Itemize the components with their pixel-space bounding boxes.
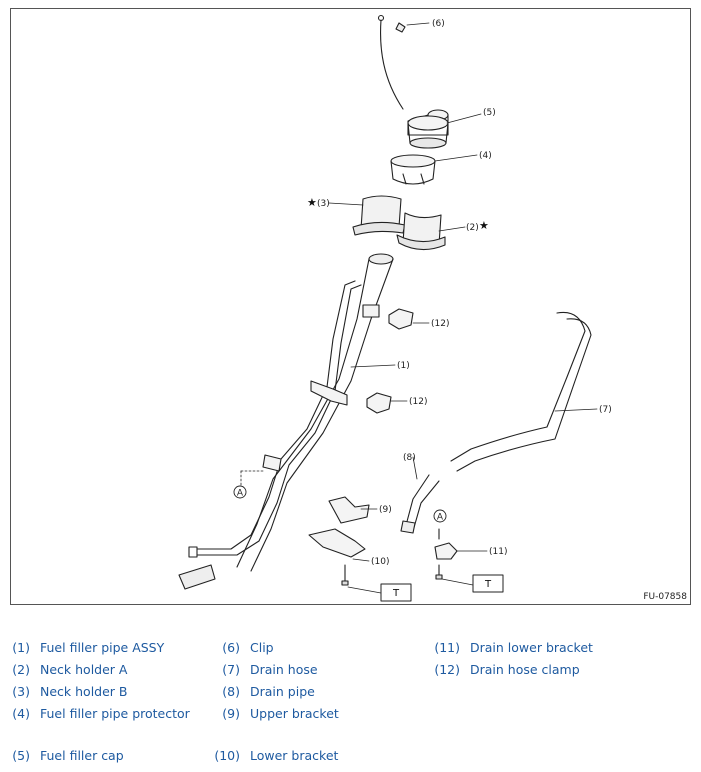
- legend-label: Fuel filler pipe protector: [40, 706, 190, 721]
- torque-box: T: [380, 583, 412, 602]
- drain-pipe-part: [400, 456, 440, 534]
- callout-9: (9): [379, 505, 392, 515]
- legend-label: Neck holder B: [40, 684, 128, 699]
- legend-number: (4): [12, 706, 30, 721]
- legend-item: (3) Neck holder B: [0, 684, 127, 699]
- legend-item: (10) Lower bracket: [204, 748, 338, 763]
- svg-text:A: A: [437, 513, 444, 523]
- lower-bracket-part: [308, 528, 370, 586]
- legend-label: Lower bracket: [250, 748, 339, 763]
- legend-label: Drain hose clamp: [470, 662, 580, 677]
- svg-text:T: T: [392, 588, 400, 599]
- legend-number: (12): [434, 662, 460, 677]
- legend-number: (7): [222, 662, 240, 677]
- neck-holder-b-part: [328, 195, 406, 236]
- legend-label: Fuel filler pipe ASSY: [40, 640, 165, 655]
- legend-number: (1): [12, 640, 30, 655]
- legend-item: (1) Fuel filler pipe ASSY: [0, 640, 164, 655]
- legend-number: (2): [12, 662, 30, 677]
- legend-number: (11): [434, 640, 460, 655]
- callout-2: (2): [466, 223, 479, 233]
- callout-6: (6): [432, 19, 445, 29]
- legend-item: (6) Clip: [210, 640, 274, 655]
- legend-item: (12) Drain hose clamp: [424, 662, 580, 677]
- drain-lower-bracket-part: [434, 528, 488, 580]
- svg-text:A: A: [237, 489, 244, 499]
- legend-label: Fuel filler cap: [40, 748, 124, 763]
- legend-label: Upper bracket: [250, 706, 339, 721]
- legend-number: (3): [12, 684, 30, 699]
- parts-legend: (1) Fuel filler pipe ASSY (2) Neck holder …: [0, 636, 701, 772]
- mark-a-circle: A: [433, 509, 447, 523]
- legend-label: Drain pipe: [250, 684, 315, 699]
- legend-item: (9) Upper bracket: [210, 706, 339, 721]
- callout-12-upper: (12): [431, 319, 449, 329]
- legend-item: (7) Drain hose: [210, 662, 318, 677]
- legend-number: (10): [214, 748, 240, 763]
- upper-bracket-part: [328, 496, 378, 524]
- legend-item: (11) Drain lower bracket: [424, 640, 593, 655]
- callout-8: (8): [403, 453, 416, 463]
- legend-item: (2) Neck holder A: [0, 662, 127, 677]
- callout-1: (1): [397, 361, 410, 371]
- legend-number: (6): [222, 640, 240, 655]
- legend-number: (5): [12, 748, 30, 763]
- legend-label: Drain lower bracket: [470, 640, 593, 655]
- legend-item: (4) Fuel filler pipe protector: [0, 706, 190, 721]
- legend-label: Clip: [250, 640, 274, 655]
- callout-5: (5): [483, 108, 496, 118]
- exploded-parts-diagram: A A T T ★ ★ (6) (5) (4) (3) (2) (12) (1)…: [10, 8, 691, 605]
- legend-number: (8): [222, 684, 240, 699]
- drain-hose-clamp-parts: [366, 308, 430, 414]
- svg-text:T: T: [484, 579, 492, 590]
- callout-12-lower: (12): [409, 397, 427, 407]
- legend-item: (8) Drain pipe: [210, 684, 315, 699]
- callout-11: (11): [489, 547, 507, 557]
- fuel-filler-pipe-part: [178, 253, 396, 590]
- legend-number: (9): [222, 706, 240, 721]
- callout-4: (4): [479, 151, 492, 161]
- callout-10: (10): [371, 557, 389, 567]
- diagram-canvas: A A T T ★ ★ (6) (5) (4) (3) (2) (12) (1)…: [178, 14, 612, 602]
- star-mark: ★: [479, 219, 489, 232]
- fuel-filler-cap-part: [407, 109, 482, 149]
- torque-box: T: [472, 574, 504, 593]
- star-mark: ★: [307, 196, 317, 209]
- mark-a-circle: A: [233, 485, 247, 499]
- legend-label: Neck holder A: [40, 662, 128, 677]
- callout-7: (7): [599, 405, 612, 415]
- legend-label: Drain hose: [250, 662, 318, 677]
- legend-item: (5) Fuel filler cap: [0, 748, 124, 763]
- callout-3: (3): [317, 199, 330, 209]
- figure-code: FU-07858: [643, 592, 687, 602]
- neck-holder-a-part: [396, 212, 466, 251]
- drain-hose-part: [450, 311, 598, 472]
- clip-part: [377, 14, 430, 110]
- fuel-filler-pipe-protector-part: [390, 154, 478, 185]
